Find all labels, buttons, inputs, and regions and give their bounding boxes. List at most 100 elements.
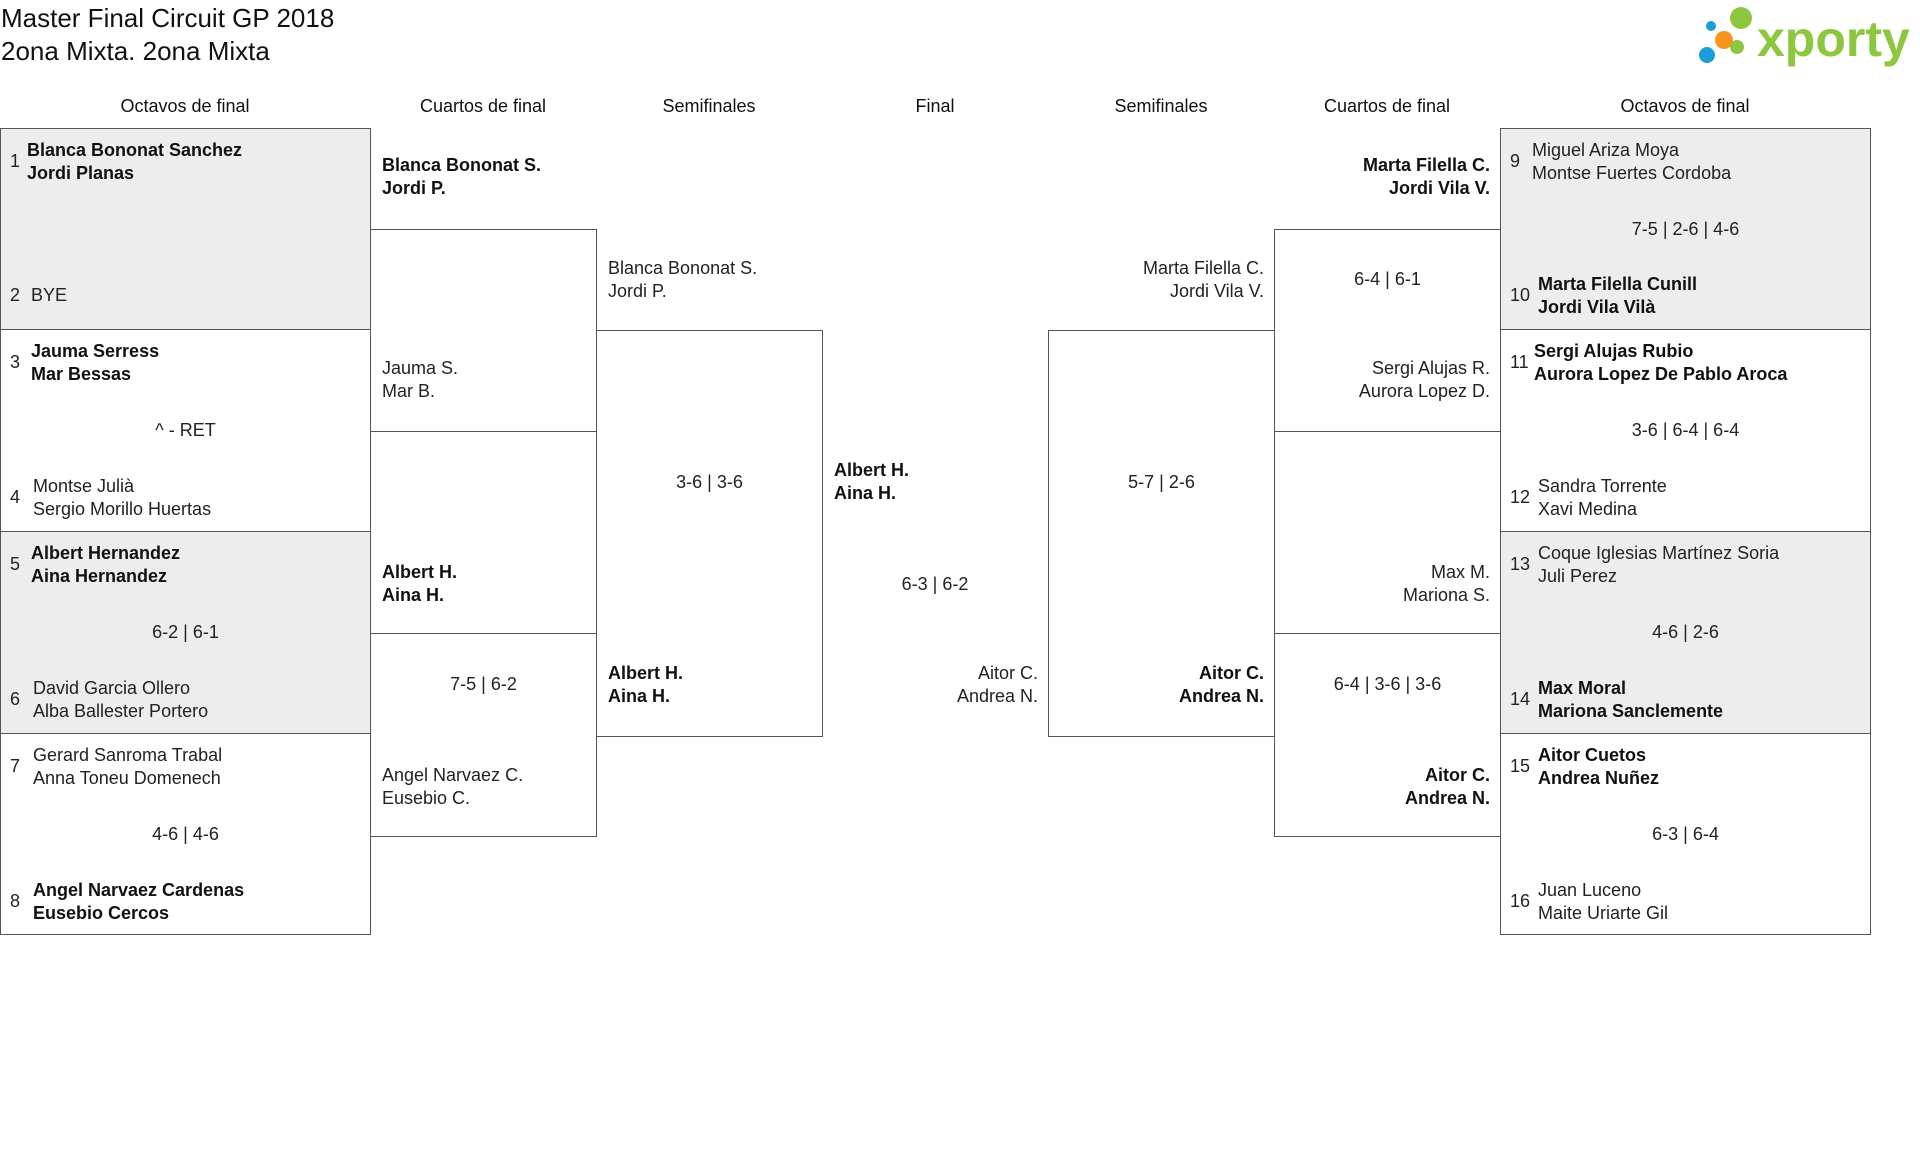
player-name: Andrea N.: [956, 686, 1038, 706]
match-score: 3-6 | 3-6: [676, 472, 743, 492]
player-name: Maite Uriarte Gil: [1538, 903, 1669, 923]
header-left-r16: Octavos de final: [120, 96, 250, 116]
final-top-pair: Albert H. Aina H.: [834, 459, 909, 505]
seed-3: 3: [10, 352, 21, 372]
seed-4: 4: [10, 487, 21, 507]
seed-1: 1: [10, 151, 21, 171]
left-sf-match: [596, 330, 823, 737]
left-r16-2-bottom-pair: Montse Julià Sergio Morillo Huertas: [33, 475, 211, 521]
header-right-qf: Cuartos de final: [1323, 96, 1451, 116]
seed-16: 16: [1510, 891, 1531, 911]
player-name: Jordi P.: [608, 281, 667, 301]
right-r16-2-top-pair: Sergi Alujas Rubio Aurora Lopez De Pablo…: [1534, 340, 1787, 386]
xporty-logo: xporty: [1699, 7, 1910, 67]
right-sf-bottom-pair: Aitor C. Andrea N.: [1179, 662, 1264, 708]
seed-15: 15: [1510, 756, 1531, 776]
right-r16-4-top-pair: Aitor Cuetos Andrea Nuñez: [1538, 744, 1659, 790]
player-name: Mariona S.: [1402, 585, 1490, 605]
right-r16-match-1: [1500, 128, 1871, 330]
player-name: Blanca Bononat S.: [382, 155, 542, 175]
match-score: 7-5 | 6-2: [450, 674, 517, 694]
player-name: Mariona Sanclemente: [1538, 701, 1724, 721]
header-right-sf: Semifinales: [1114, 96, 1208, 116]
seed-10: 10: [1510, 285, 1531, 305]
match-score: 6-2 | 6-1: [152, 622, 219, 642]
player-name: Sergi Alujas R.: [1371, 358, 1490, 378]
player-name: Angel Narvaez Cardenas: [33, 880, 245, 900]
logo-text: xporty: [1757, 11, 1910, 67]
player-name: Andrea Nuñez: [1538, 768, 1660, 788]
header-right-r16: Octavos de final: [1620, 96, 1750, 116]
left-r16-1-top-pair: Blanca Bononat Sanchez Jordi Planas: [27, 139, 242, 185]
player-name: Albert H.: [834, 460, 910, 480]
left-sf-top-pair: Blanca Bononat S. Jordi P.: [608, 257, 757, 303]
left-r16-4-top-pair: Gerard Sanroma Trabal Anna Toneu Domenec…: [33, 744, 222, 790]
player-name: Albert H.: [608, 663, 684, 683]
player-name: Mar Bessas: [31, 364, 132, 384]
match-score: 6-3 | 6-4: [1652, 824, 1719, 844]
left-r16-3-bottom-pair: David Garcia Ollero Alba Ballester Porte…: [33, 677, 208, 723]
player-name: Marta Filella C.: [1142, 258, 1264, 278]
match-score: 4-6 | 4-6: [152, 824, 219, 844]
player-name: Aitor Cuetos: [1538, 745, 1646, 765]
player-name: Miguel Ariza Moya: [1532, 140, 1680, 160]
right-qf-1-bottom-pair: Sergi Alujas R. Aurora Lopez D.: [1359, 357, 1490, 403]
player-name: Jauma Serress: [31, 341, 160, 361]
logo-dot-4: [1706, 21, 1716, 31]
player-name: Jordi P.: [382, 178, 446, 198]
left-sf-bottom-pair: Albert H. Aina H.: [608, 662, 683, 708]
player-name: Jordi Vila Vilà: [1538, 297, 1656, 317]
player-name: Aina Hernandez: [31, 566, 168, 586]
header-left-sf: Semifinales: [662, 96, 756, 116]
player-name: Sergi Alujas Rubio: [1534, 341, 1694, 361]
right-r16-3-top-pair: Coque Iglesias Martínez Soria Juli Perez: [1538, 542, 1779, 588]
player-name: Andrea N.: [1178, 686, 1264, 706]
logo-dot-2: [1715, 31, 1733, 49]
seed-13: 13: [1510, 554, 1531, 574]
match-score: 4-6 | 2-6: [1652, 622, 1719, 642]
right-qf-2-bottom-pair: Aitor C. Andrea N.: [1405, 764, 1490, 810]
player-name: Blanca Bononat Sanchez: [27, 140, 243, 160]
left-qf-1-bottom-pair: Jauma S. Mar B.: [382, 357, 458, 403]
tournament-title: Master Final Circuit GP 2018 2ona Mixta.…: [1, 2, 334, 68]
player-name: Aurora Lopez D.: [1358, 381, 1490, 401]
right-sf-match: [1048, 330, 1275, 737]
player-name: Montse Fuertes Cordoba: [1532, 163, 1732, 183]
logo-dot-5: [1730, 40, 1744, 54]
left-r16-1-bottom-pair: BYE: [31, 284, 67, 307]
player-name: Juli Perez: [1538, 566, 1618, 586]
left-r16-3-top-pair: Albert Hernandez Aina Hernandez: [31, 542, 180, 588]
player-name: Andrea N.: [1404, 788, 1490, 808]
player-name: Marta Filella C.: [1362, 155, 1490, 175]
player-name: Jordi Vila V.: [1169, 281, 1264, 301]
player-name: Albert H.: [382, 562, 458, 582]
seed-8: 8: [10, 891, 21, 911]
match-score: ^ - RET: [155, 420, 216, 440]
player-name: Sergio Morillo Huertas: [33, 499, 212, 519]
seed-12: 12: [1510, 487, 1531, 507]
player-name: Mar B.: [382, 381, 436, 401]
player-name: Aina H.: [834, 483, 897, 503]
player-name: Max M.: [1430, 562, 1490, 582]
seed-7: 7: [10, 756, 21, 776]
player-name: Marta Filella Cunill: [1538, 274, 1698, 294]
player-name: Albert Hernandez: [31, 543, 181, 563]
seed-9: 9: [1510, 151, 1521, 171]
right-r16-match-4: [1500, 733, 1871, 935]
player-name: Blanca Bononat S.: [608, 258, 758, 278]
player-name: Xavi Medina: [1538, 499, 1638, 519]
right-r16-1-bottom-pair: Marta Filella Cunill Jordi Vila Vilà: [1538, 273, 1697, 319]
player-name: Jauma S.: [382, 358, 459, 378]
player-name: Jordi Vila V.: [1388, 178, 1490, 198]
player-name: Aitor C.: [1199, 663, 1264, 683]
header-left-qf: Cuartos de final: [419, 96, 547, 116]
seed-6: 6: [10, 689, 21, 709]
right-sf-top-pair: Marta Filella C. Jordi Vila V.: [1143, 257, 1264, 303]
right-r16-1-top-pair: Miguel Ariza Moya Montse Fuertes Cordoba: [1532, 139, 1731, 185]
player-name: Aitor C.: [1425, 765, 1490, 785]
player-name: Aina H.: [608, 686, 671, 706]
title-line-2: 2ona Mixta. 2ona Mixta: [1, 36, 270, 66]
player-name: Anna Toneu Domenech: [33, 768, 221, 788]
player-name: Sandra Torrente: [1538, 476, 1667, 496]
player-name: BYE: [31, 285, 68, 305]
